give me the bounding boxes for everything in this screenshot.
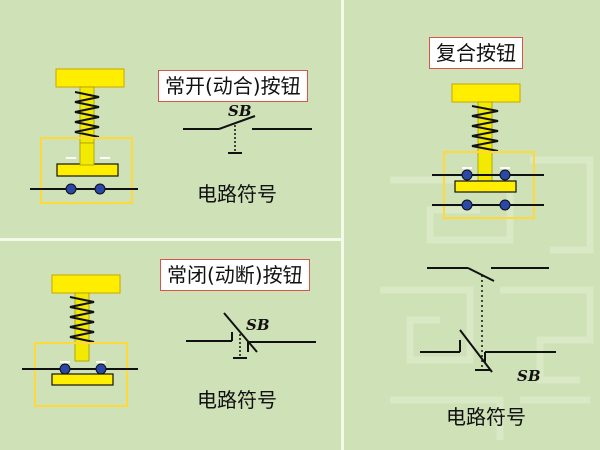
- caption-compound: 电路符号: [446, 405, 526, 429]
- title-normally-open: 常开(动合)按钮: [158, 70, 308, 102]
- title-compound: 复合按钮: [429, 37, 523, 69]
- symbol-label: SB: [517, 367, 541, 385]
- background-pattern: [380, 156, 594, 440]
- title-normally-closed: 常闭(动断)按钮: [160, 259, 310, 291]
- symbol-label: SB: [246, 316, 270, 334]
- symbol-label: SB: [228, 102, 252, 120]
- vertical-divider: [341, 0, 344, 450]
- caption-normally-open: 电路符号: [197, 182, 277, 206]
- caption-normally-closed: 电路符号: [197, 388, 277, 412]
- horizontal-divider: [0, 238, 342, 241]
